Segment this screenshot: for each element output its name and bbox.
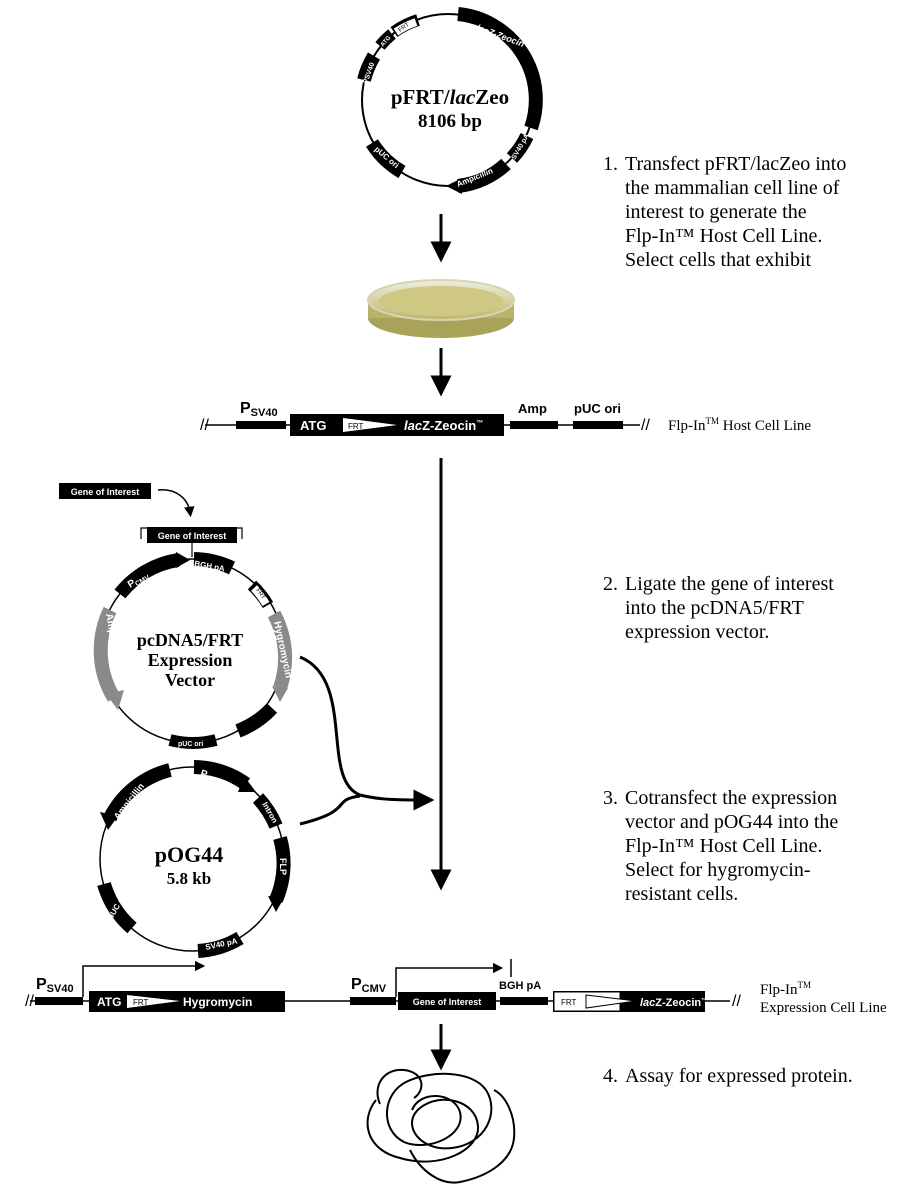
step-1-line-4: Flp-In™ Host Cell Line. [625, 225, 823, 247]
plasmid-pfrt-lacz: lacZ-Zeocin SV40 pA Ampicillin pUC ori P… [357, 7, 543, 194]
step-3-line-4: Select for hygromycin- [625, 859, 811, 881]
plasmid-pog44: PCMV Intron FLP SV40 pA pUC ori Ampicill… [97, 760, 291, 958]
pfrt-sv40pa-feature [506, 132, 534, 163]
merge-arrow-from-pcdna5 [299, 655, 435, 811]
step-1-line-1: Transfect pFRT/lacZeo into [625, 153, 847, 175]
expr-atg-label: ATG [97, 995, 121, 1009]
pfrt-psv40-feature [357, 52, 381, 82]
svg-text://: // [200, 417, 209, 434]
lacz-zeocin-feature [457, 7, 543, 131]
step-1-line-3: interest to generate the [625, 201, 807, 223]
gene-of-interest-loose: Gene of Interest [59, 483, 195, 518]
step-2-line-3: expression vector. [625, 621, 770, 643]
expr-psv40-label: PSV40 [36, 976, 74, 995]
step-3-line-2: vector and pOG44 into the [625, 811, 839, 833]
host-amp-label: Amp [518, 401, 547, 416]
host-atg-label: ATG [300, 418, 326, 433]
pog44-flp-label: FLP [278, 858, 288, 875]
plasmid-pcdna5-frt: PCMV BGH pA FRT Hygromycin SV40 pA pUC o… [93, 552, 294, 760]
step-4-line-1: Assay for expressed protein. [625, 1065, 853, 1087]
expr-pcmv-label: PCMV [351, 976, 387, 995]
pfrt-puc-feature [366, 139, 406, 179]
pog44-name: pOG44 [155, 842, 223, 867]
expr-cell-line-label-1: Flp-InTM [760, 980, 811, 998]
host-psv40-label: PSV40 [240, 400, 278, 419]
pcdna5-frt-label: FRT [254, 588, 266, 601]
pcdna5-name-line1: pcDNA5/FRT [137, 630, 243, 650]
step-3-line-1: Cotransfect the expression [625, 787, 838, 809]
step-1-number: 1. [603, 153, 618, 175]
step-3-line-3: Flp-In™ Host Cell Line. [625, 835, 823, 857]
step-2-number: 2. [603, 573, 618, 595]
pcdna5-puc-label: pUC ori [178, 741, 203, 748]
step-4-number: 4. [603, 1065, 618, 1087]
svg-text://: // [25, 993, 34, 1010]
step-1-line-5: Select cells that exhibit [625, 249, 812, 271]
petri-dish [367, 279, 515, 338]
host-cell-line-label: Flp-InTM Host Cell Line [668, 416, 811, 434]
pcdna5-name-line3: Vector [165, 670, 215, 690]
expr-hygromycin-label: Hygromycin [183, 995, 252, 1009]
pog44-pcmv-label: PCMV [199, 768, 224, 785]
goi-insert-label: Gene of Interest [158, 531, 227, 541]
svg-text://: // [641, 417, 650, 434]
expr-bgh-label: BGH pA [499, 980, 541, 992]
host-puc-label: pUC ori [574, 401, 621, 416]
pfrt-frt-label: FRT [398, 22, 411, 34]
expr-lacz-label: lacZ-Zeocin™ [640, 997, 707, 1009]
expressed-protein-icon [366, 1068, 516, 1184]
merge-arrow-from-pog44 [299, 794, 361, 826]
pog44-size: 5.8 kb [167, 869, 211, 888]
expr-frt-label: FRT [133, 998, 149, 1007]
step-3-number: 3. [603, 787, 618, 809]
pcdna5-sv40pa-label: SV40 pA [221, 734, 253, 760]
gene-of-interest-insert: Gene of Interest [140, 527, 243, 557]
expr-cell-line-label-2: Expression Cell Line [760, 1000, 887, 1016]
expr-frt2-label: FRT [561, 998, 577, 1007]
host-cell-line-construct: // // PSV40 ATG FRT lacZ-Zeocin™ Amp pUC… [200, 400, 811, 436]
pfrt-plasmid-size: 8106 bp [418, 111, 482, 132]
pfrt-plasmid-name: pFRT/lacZeo [391, 85, 509, 109]
svg-text://: // [732, 993, 741, 1010]
step-2-line-2: into the pcDNA5/FRT [625, 597, 804, 619]
step-2-line-1: Ligate the gene of interest [625, 573, 834, 595]
pcdna5-name-line2: Expression [148, 650, 233, 670]
goi-loose-label: Gene of Interest [71, 487, 140, 497]
step-1-line-2: the mammalian cell line of [625, 177, 840, 199]
expr-goi-label: Gene of Interest [413, 997, 482, 1007]
host-lacz-label: lacZ-Zeocin™ [404, 418, 483, 433]
step-3-line-5: resistant cells. [625, 883, 739, 905]
host-frt-label: FRT [348, 422, 364, 431]
expression-cell-line-construct: // // PSV40 ATG FRT Hygromycin PCMV Gene… [25, 959, 887, 1016]
